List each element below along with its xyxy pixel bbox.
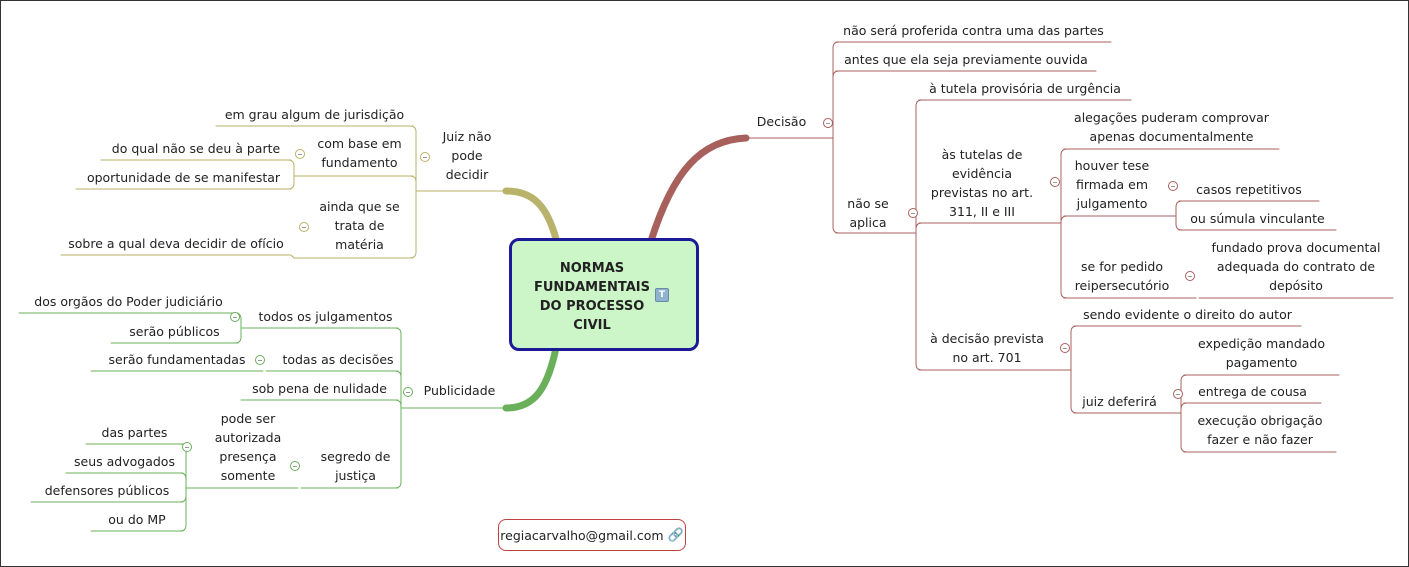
topic-seus-advogados[interactable]: seus advogados xyxy=(74,454,175,469)
topic-execucao-obrigacao[interactable]: execução obrigação fazer e não fazer xyxy=(1197,413,1323,447)
connector xyxy=(394,407,402,489)
connector xyxy=(179,487,187,532)
connector xyxy=(915,222,923,234)
topic-decisao[interactable]: Decisão xyxy=(756,114,807,129)
collapse-icon[interactable] xyxy=(290,461,300,471)
topic-tutela-urgencia[interactable]: à tutela provisória de urgência xyxy=(929,81,1121,96)
topic-nao-sera-proferida[interactable]: não será proferida contra uma das partes xyxy=(843,23,1104,38)
connector xyxy=(394,399,402,409)
connector xyxy=(1060,215,1068,224)
connector xyxy=(287,159,295,177)
connector xyxy=(287,175,295,190)
topic-todos-julgamentos[interactable]: todos os julgamentos xyxy=(258,309,393,324)
topic-orgaos-poder-judiciario[interactable]: dos orgãos do Poder judiciário xyxy=(34,294,223,309)
note-icon[interactable]: T xyxy=(655,288,669,302)
topic-ou-do-mp[interactable]: ou do MP xyxy=(108,512,166,527)
collapse-icon[interactable] xyxy=(1173,389,1183,399)
collapse-icon[interactable] xyxy=(182,442,192,452)
branch-juiz xyxy=(502,187,560,243)
branch-publicidade xyxy=(502,344,560,412)
connector xyxy=(915,99,923,234)
topic-expedicao-mandado[interactable]: expedição mandado pagamento xyxy=(1198,336,1325,370)
topic-sob-pena-nulidade[interactable]: sob pena de nulidade xyxy=(252,381,387,396)
topic-ainda-que-se-trata[interactable]: ainda que se trata de matéria xyxy=(319,199,400,252)
connector xyxy=(832,137,840,234)
topic-pedido-reipersecutorio[interactable]: se for pedido reipersecutório xyxy=(1074,259,1170,293)
topic-serao-fundamentadas[interactable]: serão fundamentadas xyxy=(108,352,246,367)
connector xyxy=(1175,215,1183,231)
topic-casos-repetitivos[interactable]: casos repetitivos xyxy=(1196,182,1302,197)
connector xyxy=(394,327,402,409)
topic-decidir-de-oficio[interactable]: sobre a qual deva decidir de ofício xyxy=(68,236,284,251)
topic-todas-decisoes[interactable]: todas as decisões xyxy=(282,352,394,367)
central-topic-title: NORMAS FUNDAMENTAIS DO PROCESSO CIVIL xyxy=(534,261,650,333)
collapse-icon[interactable] xyxy=(1050,177,1060,187)
link-icon[interactable]: 🔗 xyxy=(667,527,684,543)
topic-serao-publicos[interactable]: serão públicos xyxy=(129,324,220,339)
email-link-topic[interactable]: regiacarvalho@gmail.com 🔗 xyxy=(498,519,686,551)
collapse-icon[interactable] xyxy=(908,208,918,218)
collapse-icon[interactable] xyxy=(1185,271,1195,281)
connector xyxy=(394,370,402,409)
collapse-icon[interactable] xyxy=(403,387,413,397)
collapse-icon[interactable] xyxy=(1168,181,1178,191)
connector xyxy=(1060,148,1068,224)
topic-das-partes[interactable]: das partes xyxy=(101,425,168,440)
collapse-icon[interactable] xyxy=(255,355,265,365)
branch-decisao xyxy=(647,134,750,245)
topic-pode-ser-autorizada[interactable]: pode ser autorizada presença somente xyxy=(214,411,282,483)
topic-juiz-deferira[interactable]: juiz deferirá xyxy=(1082,394,1157,409)
topic-evidente-direito[interactable]: sendo evidente o direito do autor xyxy=(1083,307,1292,322)
collapse-icon[interactable] xyxy=(299,222,309,232)
topic-entrega-cousa[interactable]: entrega de cousa xyxy=(1198,384,1307,399)
topic-decisao-art-701[interactable]: à decisão prevista no art. 701 xyxy=(930,331,1044,365)
topic-grau-jurisdicao[interactable]: em grau algum de jurisdição xyxy=(224,107,405,122)
connector xyxy=(1070,325,1078,371)
topic-juiz-nao-pode-decidir[interactable]: Juiz não pode decidir xyxy=(442,129,492,182)
connector xyxy=(1175,200,1183,217)
topic-segredo-justica[interactable]: segredo de justiça xyxy=(320,449,391,483)
connector xyxy=(832,70,840,139)
connector xyxy=(234,327,242,344)
connector xyxy=(1070,369,1078,414)
topic-alegacoes[interactable]: alegações puderam comprovar apenas docum… xyxy=(1074,110,1269,144)
topic-com-base-fundamento[interactable]: com base em fundamento xyxy=(317,136,402,170)
topic-publicidade[interactable]: Publicidade xyxy=(423,383,496,398)
collapse-icon[interactable] xyxy=(230,312,240,322)
topic-nao-se-deu-parte[interactable]: do qual não se deu à parte xyxy=(111,141,281,156)
connector xyxy=(179,472,187,489)
collapse-icon[interactable] xyxy=(420,152,430,162)
topic-tutelas-evidencia[interactable]: às tutelas de evidência previstas no art… xyxy=(930,147,1034,219)
topic-prova-documental[interactable]: fundado prova documental adequada do con… xyxy=(1211,240,1381,293)
topic-nao-se-aplica[interactable]: não se aplica xyxy=(847,196,889,230)
connector xyxy=(915,232,923,371)
topic-defensores-publicos[interactable]: defensores públicos xyxy=(44,483,170,498)
topic-oportunidade-manifestar[interactable]: oportunidade de se manifestar xyxy=(86,170,281,185)
collapse-icon[interactable] xyxy=(823,118,833,128)
topic-houver-tese[interactable]: houver tese firmada em julgamento xyxy=(1074,158,1150,211)
collapse-icon[interactable] xyxy=(295,149,305,159)
connector xyxy=(409,175,417,192)
email-text: regiacarvalho@gmail.com xyxy=(500,527,664,543)
topic-sumula-vinculante[interactable]: ou súmula vinculante xyxy=(1190,211,1325,226)
connector xyxy=(409,190,417,259)
connector xyxy=(409,125,417,192)
connector xyxy=(1180,412,1188,453)
connector xyxy=(832,41,840,139)
collapse-icon[interactable] xyxy=(1060,343,1070,353)
topic-antes-ouvida[interactable]: antes que ela seja previamente ouvida xyxy=(844,52,1088,67)
central-topic[interactable]: NORMAS FUNDAMENTAIS DO PROCESSO CIVIL T xyxy=(509,238,699,351)
connector xyxy=(290,254,295,259)
connector xyxy=(1180,402,1188,414)
connector xyxy=(1180,374,1188,414)
connector xyxy=(1060,222,1068,299)
